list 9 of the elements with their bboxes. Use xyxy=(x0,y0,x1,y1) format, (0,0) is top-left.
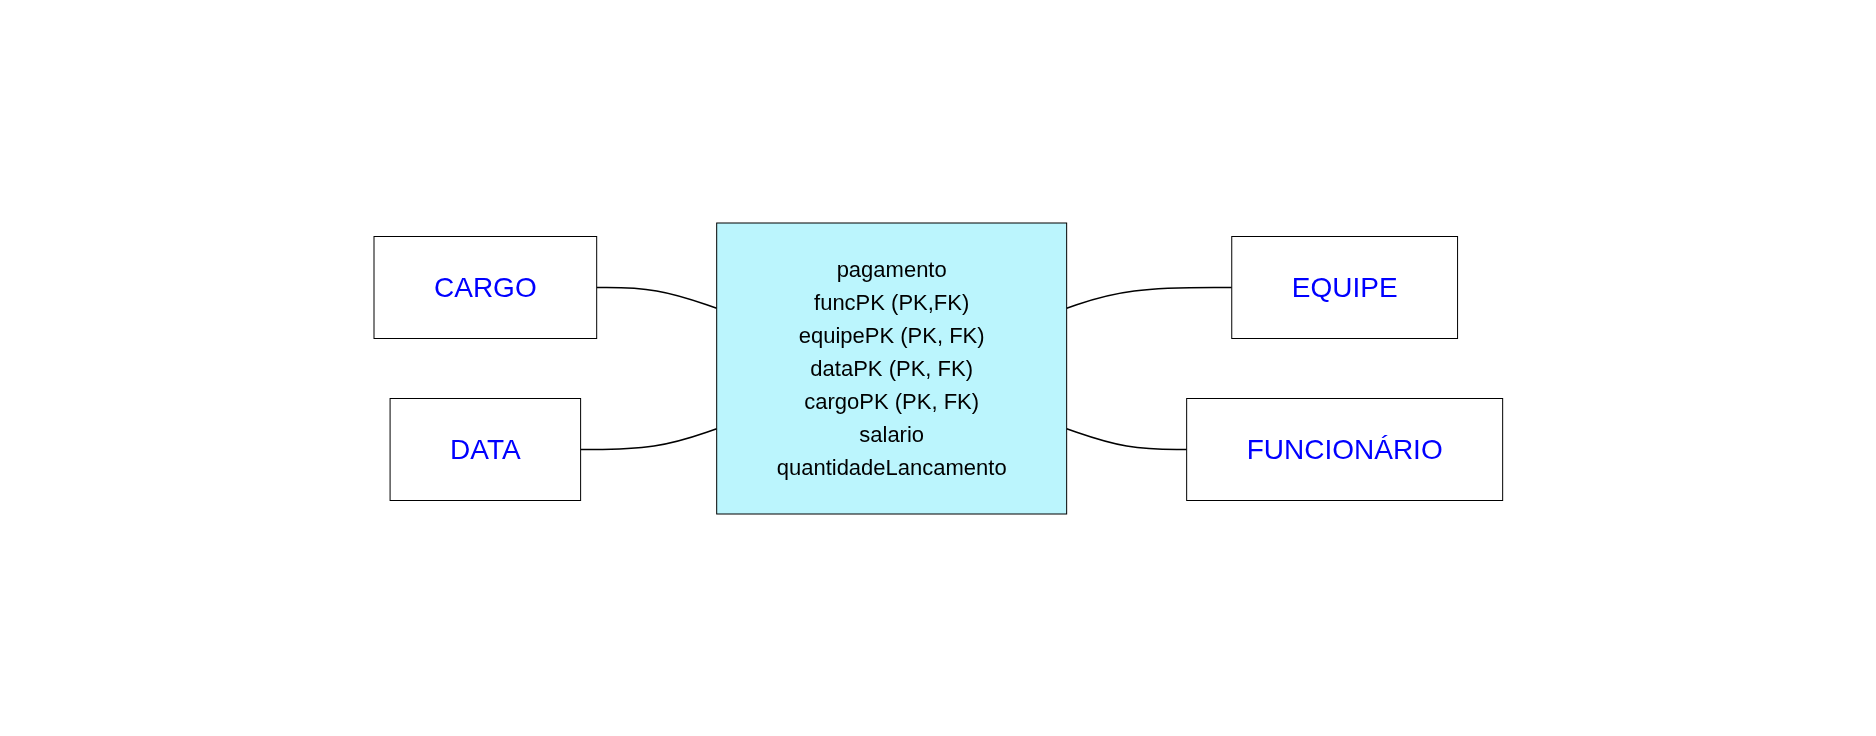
connector xyxy=(1065,286,1233,309)
connector xyxy=(595,286,718,309)
connector xyxy=(579,427,718,450)
node-box: CARGO xyxy=(373,235,597,339)
node-box: EQUIPE xyxy=(1230,235,1458,339)
connector xyxy=(1065,427,1188,450)
node-box: DATA xyxy=(389,397,581,501)
node-box: pagamento funcPK (PK,FK) equipePK (PK, FK) dataPK (PK, FK) cargoPK (PK, FK) salario quantidadeLancamento xyxy=(715,222,1067,514)
node-box: FUNCIONÁRIO xyxy=(1185,397,1503,501)
